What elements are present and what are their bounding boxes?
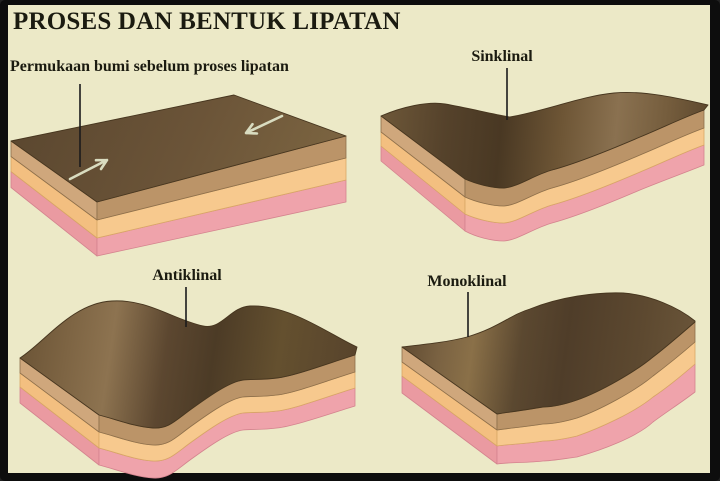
surface-top bbox=[10, 94, 347, 203]
block-monoklinal bbox=[401, 292, 696, 465]
block-before-folding bbox=[10, 94, 347, 257]
label-antiklinal: Antiklinal bbox=[152, 267, 222, 284]
leader-lines bbox=[79, 68, 508, 337]
figure-title: PROSES DAN BENTUK LIPATAN bbox=[13, 8, 401, 35]
label-sinklinal: Sinklinal bbox=[471, 48, 533, 65]
compression-arrow-left-icon bbox=[68, 158, 109, 181]
label-monoklinal: Monoklinal bbox=[427, 273, 507, 290]
compression-arrow-right-icon bbox=[244, 114, 284, 135]
surface-top bbox=[19, 300, 358, 429]
label-before-folding: Permukaan bumi sebelum proses lipatan bbox=[10, 58, 289, 75]
block-sinklinal bbox=[380, 91, 709, 242]
surface-top bbox=[401, 292, 696, 415]
block-antiklinal bbox=[19, 300, 358, 479]
surface-top bbox=[380, 91, 709, 189]
compression-arrows-icon bbox=[68, 114, 284, 181]
